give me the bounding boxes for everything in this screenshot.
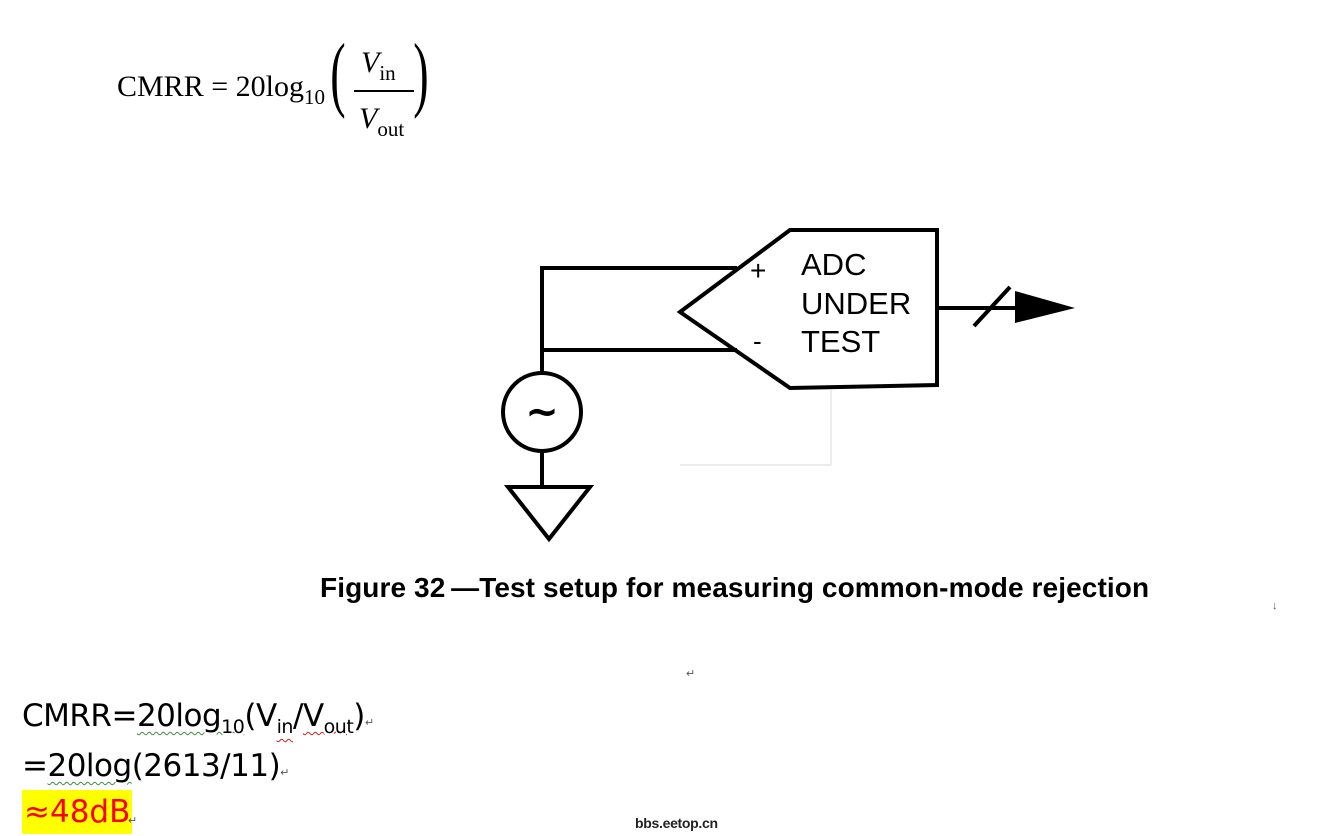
formula-right-paren: ) bbox=[413, 27, 429, 120]
faint-frame-lines bbox=[680, 390, 832, 466]
formula-lhs-subscript: 10 bbox=[303, 85, 325, 109]
ground-symbol bbox=[503, 485, 595, 543]
paragraph-mark: ↵ bbox=[128, 815, 138, 827]
numerator-subscript: in bbox=[379, 61, 396, 85]
calc-vin-subscript: in bbox=[276, 716, 294, 738]
adc-label-line-1: ADC bbox=[801, 247, 866, 282]
cmrr-formula: CMRR = 20log10 ( Vin Vout ) bbox=[117, 32, 447, 142]
fraction-bar bbox=[354, 90, 414, 92]
formula-lhs: CMRR = 20log10 bbox=[117, 70, 325, 109]
calc-result-highlight: ≈48dB bbox=[22, 790, 133, 834]
formula-numerator: Vin bbox=[361, 46, 396, 85]
calc-vout-subscript: out bbox=[323, 716, 354, 738]
adc-label-line-3: TEST bbox=[801, 324, 880, 359]
calc-close-paren: ) bbox=[353, 698, 365, 734]
paragraph-mark: ↵ bbox=[686, 668, 696, 680]
calc-divide: / bbox=[292, 698, 303, 734]
calc-vout-var: V bbox=[302, 698, 324, 734]
calc-line-2: =20log(2613/11)↵ bbox=[22, 748, 289, 784]
input-wires bbox=[540, 266, 737, 373]
ac-source-symbol: ~ bbox=[525, 389, 559, 435]
paragraph-mark: ↵ bbox=[364, 716, 374, 729]
paragraph-mark: ↓ bbox=[1272, 600, 1278, 612]
calc-result: ≈48dB bbox=[24, 794, 131, 830]
output-bus-arrow bbox=[937, 285, 1075, 328]
calc-vout: Vout bbox=[302, 698, 354, 738]
test-setup-diagram: ~ + - ADC UNDER TEST bbox=[501, 228, 1075, 543]
calc-log-text: 20log bbox=[136, 698, 222, 734]
minus-input-label: - bbox=[753, 326, 762, 356]
formula-left-paren: ( bbox=[330, 27, 346, 120]
denominator-subscript: out bbox=[377, 117, 405, 141]
numerator-var: V bbox=[361, 46, 380, 79]
calc-vin: (V bbox=[244, 698, 277, 734]
calc-log-2: 20log bbox=[47, 748, 132, 784]
calc-log-arg: (2613/11) bbox=[131, 748, 281, 784]
formula-lhs-text: CMRR = 20log bbox=[117, 70, 304, 103]
denominator-var: V bbox=[359, 102, 378, 135]
calc-log-subscript: 10 bbox=[221, 716, 245, 738]
plus-input-label: + bbox=[750, 255, 766, 286]
adc-label-line-2: UNDER bbox=[801, 286, 911, 321]
calc-log: 20log10 bbox=[136, 698, 245, 738]
figure-caption: Figure 32 —Test setup for measuring comm… bbox=[320, 572, 1150, 603]
calc-prefix: CMRR= bbox=[22, 698, 137, 734]
calc-line-1: CMRR=20log10(Vin/Vout)↵ bbox=[22, 698, 374, 738]
formula-denominator: Vout bbox=[359, 102, 404, 141]
calc-equals: = bbox=[22, 748, 48, 784]
watermark: bbs.eetop.cn bbox=[635, 815, 718, 831]
paragraph-mark: ↵ bbox=[280, 766, 289, 779]
